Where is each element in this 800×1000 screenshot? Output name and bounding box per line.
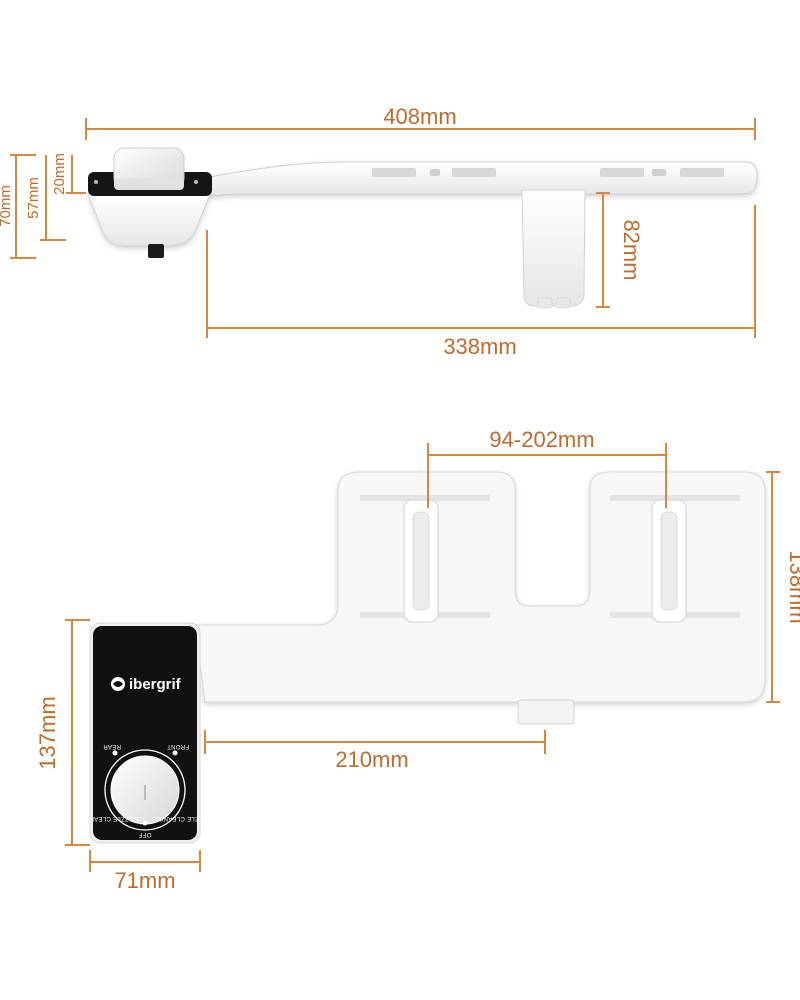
dimension-408mm: 408mm <box>85 104 756 140</box>
label-rear: REAR <box>103 743 121 749</box>
control-panel: ibergrif REAR FRONT OFF NOZZLE CLEANING … <box>78 622 213 844</box>
dimension-20mm: 20mm <box>51 153 86 195</box>
top-view: 94-202mm 138mm ibergrif <box>35 427 800 893</box>
right-slot-assembly <box>610 495 740 623</box>
dimension-label-20mm: 20mm <box>51 153 68 195</box>
dimension-label-210mm: 210mm <box>335 747 408 772</box>
side-mount-arm <box>199 161 758 197</box>
dimension-label-138mm: 138mm <box>785 550 800 623</box>
dimension-label-57mm: 57mm <box>25 177 42 219</box>
top-mount-plate <box>194 471 766 703</box>
label-nozzle-cleaning-left: NOZZLE CLEANING <box>78 815 139 821</box>
dimension-label-338mm: 338mm <box>443 334 516 359</box>
dimension-82mm: 82mm <box>596 192 644 308</box>
side-nozzle-housing <box>521 189 586 307</box>
label-nozzle-cleaning-right: NOZZLE CLEANING <box>152 815 213 821</box>
side-view: 408mm <box>0 104 758 359</box>
dimension-label-137mm: 137mm <box>35 696 60 769</box>
label-front: FRONT <box>167 743 189 749</box>
dimension-138mm: 138mm <box>766 471 800 703</box>
brand-name: ibergrif <box>129 676 182 693</box>
dimension-label-82mm: 82mm <box>619 219 644 280</box>
label-off: OFF <box>139 831 152 837</box>
side-control-head <box>87 147 212 258</box>
dimension-71mm: 71mm <box>89 850 201 893</box>
dimension-label-71mm: 71mm <box>114 868 175 893</box>
dimension-137mm: 137mm <box>35 619 90 846</box>
control-knob[interactable] <box>104 749 186 831</box>
dimension-label-70mm: 70mm <box>0 185 14 227</box>
dimension-210mm: 210mm <box>204 730 546 772</box>
dimension-94-202mm: 94-202mm <box>427 427 667 508</box>
dimension-57mm: 57mm <box>25 155 66 241</box>
dimension-label-94-202mm: 94-202mm <box>489 427 594 452</box>
nozzle-tab <box>517 699 575 725</box>
dimension-label-408mm: 408mm <box>383 104 456 129</box>
arm-slots <box>372 168 724 177</box>
dimension-338mm: 338mm <box>206 205 756 359</box>
brand-logo: ibergrif <box>111 676 182 693</box>
dimension-70mm: 70mm <box>0 154 36 259</box>
left-slot-assembly <box>360 495 490 623</box>
